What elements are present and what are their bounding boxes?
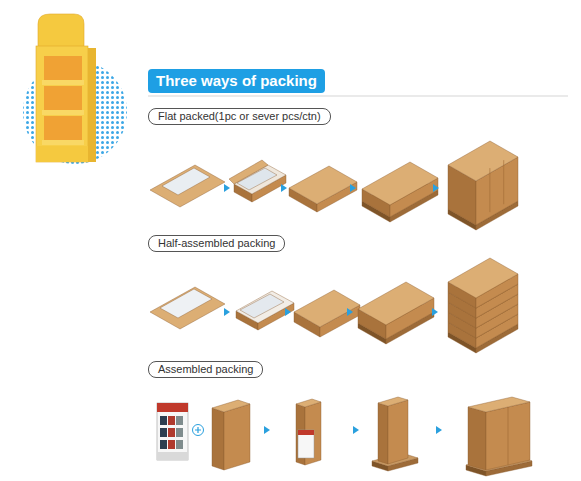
sleeve-carton-top	[296, 399, 321, 407]
product-pack	[176, 416, 183, 425]
display-panel	[162, 168, 210, 195]
stand-header	[38, 14, 84, 48]
product-pack	[168, 440, 175, 449]
carton-seam	[503, 160, 504, 204]
plus-sign	[195, 427, 201, 433]
section-label: Assembled packing	[148, 361, 263, 378]
carton-flap	[229, 160, 268, 184]
carton-stack-top	[468, 397, 530, 412]
shelf-cavity	[44, 56, 82, 80]
shelf-cavity	[44, 116, 82, 140]
step-arrow	[224, 308, 230, 316]
step-arrow	[353, 426, 359, 434]
product-pack	[176, 428, 183, 437]
step-arrow	[432, 308, 438, 316]
carton-content	[240, 294, 284, 318]
tall-carton-front	[224, 404, 250, 470]
section-label: Half-assembled packing	[148, 235, 285, 252]
title-banner: Three ways of packing	[148, 69, 325, 93]
stand-side	[88, 48, 96, 162]
product-pack	[160, 416, 167, 425]
carton-stack-front	[486, 402, 530, 470]
step-arrow	[436, 426, 442, 434]
step-arrow	[264, 426, 270, 434]
section-label: Flat packed(1pc or sever pcs/ctn)	[148, 108, 331, 125]
step-arrow	[433, 184, 439, 192]
assembled-display	[157, 403, 188, 460]
carton-on-pallet-top	[362, 162, 438, 205]
shelf-lip	[42, 80, 84, 85]
product-pack	[168, 428, 175, 437]
section-label-text: Assembled packing	[158, 363, 253, 376]
half-assembled-steps	[150, 258, 518, 353]
assembled-steps	[157, 397, 532, 476]
stacked-layer-top	[448, 258, 518, 298]
flat-sheet	[150, 287, 225, 329]
product-pack	[160, 440, 167, 449]
step-arrow	[350, 184, 356, 192]
step-arrow	[224, 184, 230, 192]
stand-body	[36, 46, 88, 162]
closed-carton-top	[289, 166, 357, 204]
title-text: Three ways of packing	[156, 72, 317, 89]
shelf-cavity	[44, 86, 82, 110]
stand-base	[36, 146, 88, 162]
shelf-lip	[42, 140, 84, 145]
carton-on-pallet-front	[388, 400, 408, 464]
carton-on-pallet-top	[358, 282, 434, 325]
carton-on-pallet-side	[378, 403, 388, 464]
display-stand-illustration	[23, 14, 127, 164]
display-header	[157, 403, 188, 412]
tall-carton-side	[212, 408, 224, 470]
half-assembled-display	[160, 289, 212, 318]
open-carton-top	[236, 291, 294, 323]
stacked-cartons-top	[448, 141, 518, 181]
carton-stack-side	[468, 407, 486, 470]
display-in-sleeve-header	[298, 430, 314, 435]
flat-sheet	[150, 165, 225, 207]
plus-circle	[193, 425, 204, 436]
flat-packed-steps	[150, 141, 518, 230]
carton-on-pallet-top	[378, 397, 408, 406]
closed-carton-top	[294, 290, 360, 327]
carton-seam	[508, 407, 509, 465]
product-pack	[168, 416, 175, 425]
product-pack	[176, 440, 183, 449]
shelf-lip	[42, 110, 84, 115]
section-label-text: Flat packed(1pc or sever pcs/ctn)	[158, 110, 321, 123]
display-in-sleeve	[298, 430, 314, 458]
section-label-text: Half-assembled packing	[158, 237, 275, 250]
step-arrow	[347, 308, 353, 316]
tall-carton-top	[212, 400, 250, 412]
product-pack	[160, 428, 167, 437]
display-base	[157, 452, 188, 460]
step-arrow	[281, 184, 287, 192]
carton-seam	[489, 168, 490, 212]
title-rule	[148, 96, 568, 97]
step-arrow	[285, 308, 291, 316]
